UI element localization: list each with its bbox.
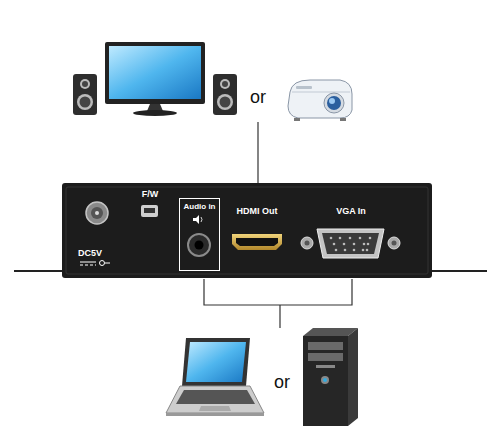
dc-jack-part (100, 261, 105, 266)
tv-icon-part (109, 46, 201, 99)
converter-housing (14, 183, 487, 278)
tv-icon (105, 42, 205, 116)
projector-icon-part (294, 118, 300, 121)
pc-tower-icon-part (303, 336, 348, 426)
speaker-icon-part (213, 74, 237, 115)
or-text: or (274, 373, 290, 393)
laptop-icon-part (182, 338, 250, 386)
dc-jack-part (80, 265, 96, 266)
vga-port-part-part (330, 237, 333, 240)
dc-jack-part (105, 263, 110, 264)
vga-port-part (392, 241, 397, 246)
vga-port-part (301, 237, 313, 249)
vga-port-part-part (366, 249, 369, 252)
laptop-icon-part (199, 406, 231, 411)
pc-tower-icon (303, 328, 358, 426)
pc-tower-icon-part (321, 376, 329, 384)
speaker-icon-part (82, 81, 88, 87)
projector-icon-part (340, 118, 346, 121)
pc-tower-icon-part (308, 342, 343, 350)
pc-tower-icon-part (323, 378, 327, 382)
pc-tower-icon-part (316, 365, 335, 368)
laptop-icon-part (166, 413, 264, 416)
tv-icon-part (105, 42, 205, 104)
vga-port-part-part (362, 249, 365, 252)
vga-port-part-part (344, 249, 347, 252)
laptop-icon-part (166, 386, 264, 413)
laptop-icon-part (186, 342, 246, 382)
or-text: or (250, 88, 266, 108)
audio-port-box: Audio in (179, 198, 220, 271)
vga-port-part-part (363, 243, 366, 246)
dc-jack-part (91, 207, 103, 219)
vga-port (301, 229, 400, 258)
speaker-icon-part (220, 97, 231, 108)
vga-port-part (305, 241, 310, 246)
speaker-icon-part (217, 94, 233, 110)
vga-port-part-part (353, 249, 356, 252)
usb-port-part (144, 208, 155, 213)
projector-icon (288, 80, 352, 121)
speaker-icon-part (222, 81, 228, 87)
pc-tower-icon-part (308, 353, 343, 361)
dc-jack-part (86, 202, 108, 224)
tv-icon-part (133, 110, 177, 116)
vga-port-part-part (367, 243, 370, 246)
vga-port-part-part (359, 237, 362, 240)
laptop-icon-part (176, 390, 255, 404)
projector-icon-part (292, 92, 350, 93)
signal-bracket-part (204, 279, 352, 305)
speaker-icon-part (73, 74, 97, 115)
vga-port-part-part (369, 237, 372, 240)
signal-bracket (204, 279, 352, 328)
port-label: VGA In (336, 207, 366, 217)
projector-icon-part (324, 93, 344, 113)
speaker-icon-part (77, 94, 93, 110)
vga-port-part-part (333, 243, 336, 246)
signal-bracket-part (279, 305, 280, 328)
usb-port-part (141, 205, 158, 217)
pc-tower-icon-part (348, 328, 358, 426)
speaker-icon-part (220, 79, 230, 89)
hdmi-port-part (236, 238, 278, 246)
dc-jack-part (95, 211, 99, 215)
dc-jack-part (80, 262, 96, 263)
audio-jack-part (201, 217, 202, 222)
vga-port-part (330, 237, 372, 252)
audio-jack (188, 215, 210, 256)
projector-icon-part (296, 86, 312, 89)
vga-port-part-part (349, 237, 352, 240)
vga-port-part (322, 233, 379, 254)
audio-jack-part (195, 241, 204, 250)
converter-housing-part (66, 187, 428, 274)
projector-icon-part (329, 98, 335, 104)
vga-port-part-part (343, 243, 346, 246)
vga-port-part (388, 237, 400, 249)
speaker-icon-part (80, 79, 90, 89)
port-label: F/W (142, 190, 159, 200)
vga-port-part (317, 229, 384, 258)
signal-line (257, 122, 258, 183)
vga-port-part-part (339, 237, 342, 240)
port-label: Audio in (180, 202, 219, 211)
hdmi-port-part (232, 234, 282, 250)
audio-jack-part (188, 234, 210, 256)
laptop-icon (166, 338, 264, 416)
projector-icon-part (288, 80, 352, 118)
projector-icon-part (327, 96, 341, 110)
vga-port-part-part (353, 243, 356, 246)
hdmi-port (232, 234, 282, 250)
port-label: DC5V (78, 249, 102, 259)
port-label: HDMI Out (237, 207, 278, 217)
speaker-icon (73, 74, 237, 115)
tv-icon-part (147, 104, 163, 111)
audio-jack-part (193, 215, 199, 224)
usb-port (141, 205, 158, 217)
speaker-icon-part (80, 97, 91, 108)
vga-port-part-part (335, 249, 338, 252)
converter-housing-part (62, 183, 432, 278)
